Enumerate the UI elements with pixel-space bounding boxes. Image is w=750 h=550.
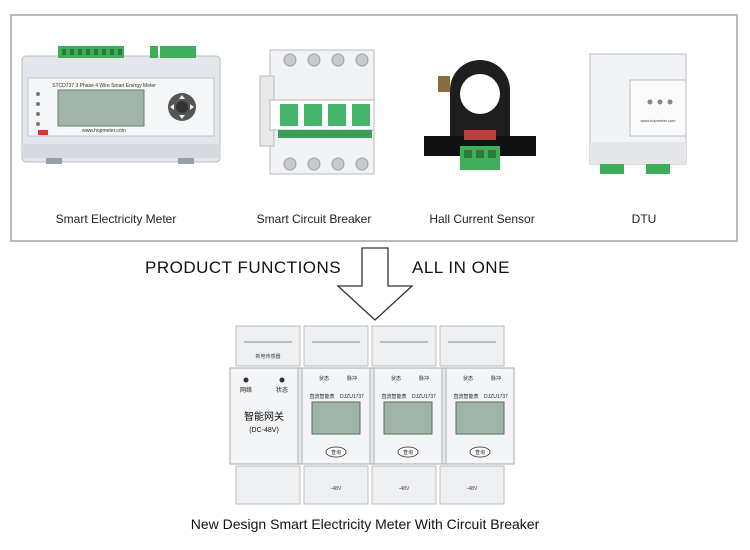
svg-text:查询: 查询 (331, 449, 341, 456)
hall-current-sensor-image (424, 60, 536, 170)
product-label: Smart Circuit Breaker (256, 212, 372, 226)
svg-text:脉冲: 脉冲 (347, 375, 357, 382)
product-functions-text: PRODUCT FUNCTIONS (145, 258, 342, 277)
smart-circuit-breaker-image (259, 49, 375, 175)
svg-text:-48V: -48V (399, 486, 410, 492)
smart-electricity-meter-image: STCD737 3 Phase 4 Wire Smart Energy Mete… (21, 46, 221, 164)
dtu-image: www.hopmeter.com (589, 53, 687, 174)
svg-text:直流智能表: 直流智能表 (381, 393, 406, 400)
svg-text:DJZU1737: DJZU1737 (340, 394, 364, 400)
svg-text:状态: 状态 (463, 375, 473, 382)
product-label: Hall Current Sensor (429, 212, 535, 226)
svg-text:直流智能表: 直流智能表 (309, 393, 334, 400)
svg-text:-48V: -48V (331, 486, 342, 492)
svg-text:STCD737 3 Phase 4 Wire Smart: STCD737 3 Phase 4 Wire Smart Energy Mete… (52, 83, 156, 89)
svg-text:网络: 网络 (240, 386, 252, 394)
svg-text:状态: 状态 (319, 375, 329, 382)
svg-text:DJZU1737: DJZU1737 (412, 394, 436, 400)
svg-text:-48V: -48V (467, 486, 478, 492)
svg-text:查询: 查询 (403, 449, 413, 456)
svg-text:智能网关: 智能网关 (244, 410, 284, 423)
top-label: 新电传感器 (255, 353, 280, 360)
svg-text:查询: 查询 (475, 449, 485, 456)
svg-text:状态: 状态 (391, 375, 401, 382)
svg-text:DJZU1737: DJZU1737 (484, 394, 508, 400)
all-in-one-text: ALL IN ONE (412, 258, 510, 277)
down-arrow-icon (336, 247, 414, 321)
product-label: DTU (631, 212, 657, 226)
caption: New Design Smart Electricity Meter With … (190, 516, 540, 532)
svg-text:脉冲: 脉冲 (491, 375, 501, 382)
combined-device-image: 新电传感器 网络 状态 智能网关 (DC-48V) 状态 脉冲 直流智能表 DJ… (229, 325, 515, 505)
svg-text:脉冲: 脉冲 (419, 375, 429, 382)
svg-text:(DC-48V): (DC-48V) (249, 427, 279, 434)
svg-text:www.hopmeter.com: www.hopmeter.com (82, 128, 126, 134)
svg-text:直流智能表: 直流智能表 (453, 393, 478, 400)
product-label: Smart Electricity Meter (55, 212, 177, 226)
svg-text:www.hopmeter.com: www.hopmeter.com (641, 118, 677, 123)
svg-text:状态: 状态 (276, 386, 288, 394)
